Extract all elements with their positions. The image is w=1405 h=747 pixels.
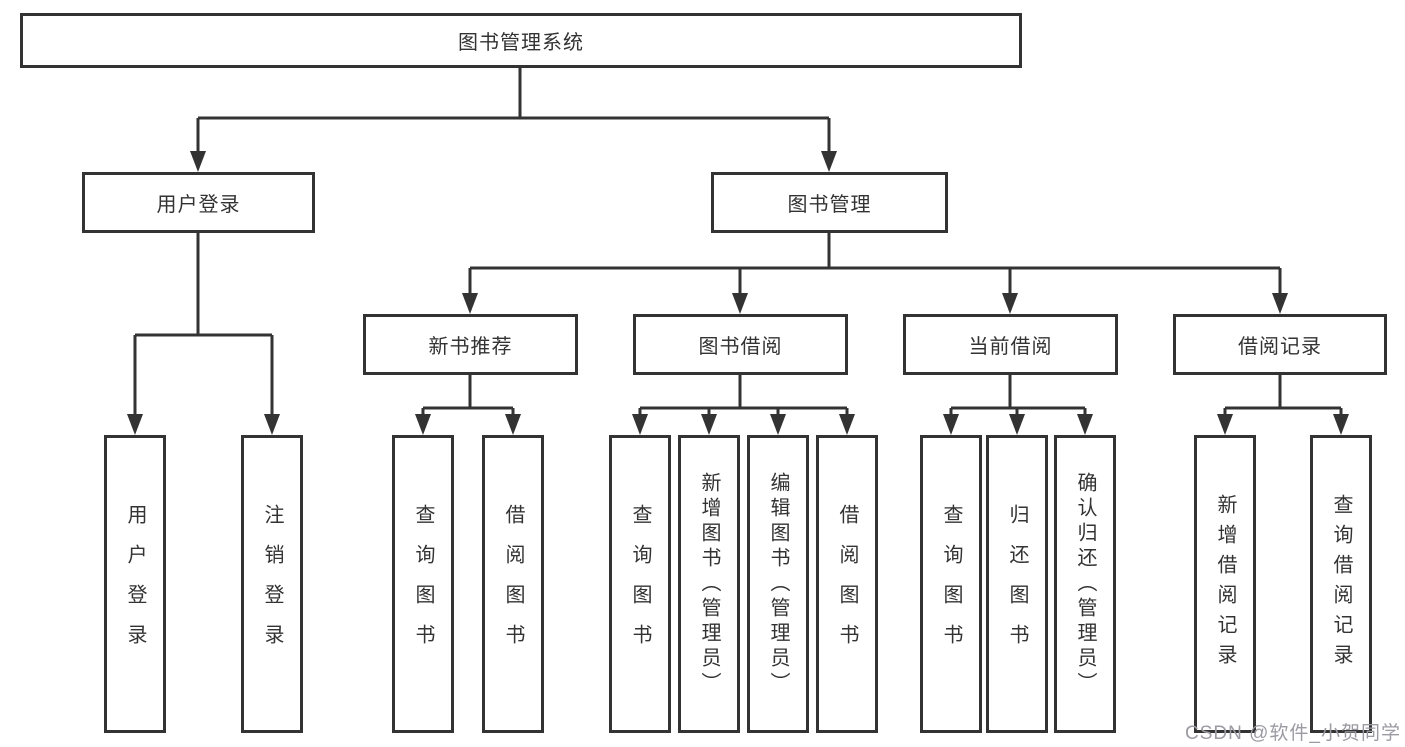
leaf-confirm-return-admin: 确认归还（管理员） xyxy=(1054,435,1116,733)
node-new-book-recommend: 新书推荐 xyxy=(363,314,578,375)
leaf-query-books-borrow: 查询图书 xyxy=(609,435,671,733)
leaf-logout: 注销登录 xyxy=(241,435,303,733)
leaf-user-login: 用户登录 xyxy=(104,435,166,733)
leaf-add-borrow-record: 新增借阅记录 xyxy=(1194,435,1256,733)
leaf-edit-book-admin: 编辑图书（管理员） xyxy=(747,435,809,733)
leaf-borrow-books-recommend: 借阅图书 xyxy=(482,435,544,733)
leaf-query-books-recommend: 查询图书 xyxy=(392,435,454,733)
leaf-borrow-books: 借阅图书 xyxy=(816,435,878,733)
leaf-query-borrow-record: 查询借阅记录 xyxy=(1310,435,1372,733)
leaf-return-books: 归还图书 xyxy=(986,435,1048,733)
node-current-borrow: 当前借阅 xyxy=(903,314,1118,375)
node-book-borrow: 图书借阅 xyxy=(633,314,848,375)
node-book-management: 图书管理 xyxy=(711,172,948,233)
node-user-login: 用户登录 xyxy=(82,172,315,233)
watermark: CSDN @软件_小贺同学 xyxy=(1185,723,1401,744)
leaf-query-books-current: 查询图书 xyxy=(920,435,982,733)
node-library-management-system: 图书管理系统 xyxy=(20,13,1022,68)
leaf-add-book-admin: 新增图书（管理员） xyxy=(678,435,740,733)
node-borrow-records: 借阅记录 xyxy=(1173,314,1387,375)
